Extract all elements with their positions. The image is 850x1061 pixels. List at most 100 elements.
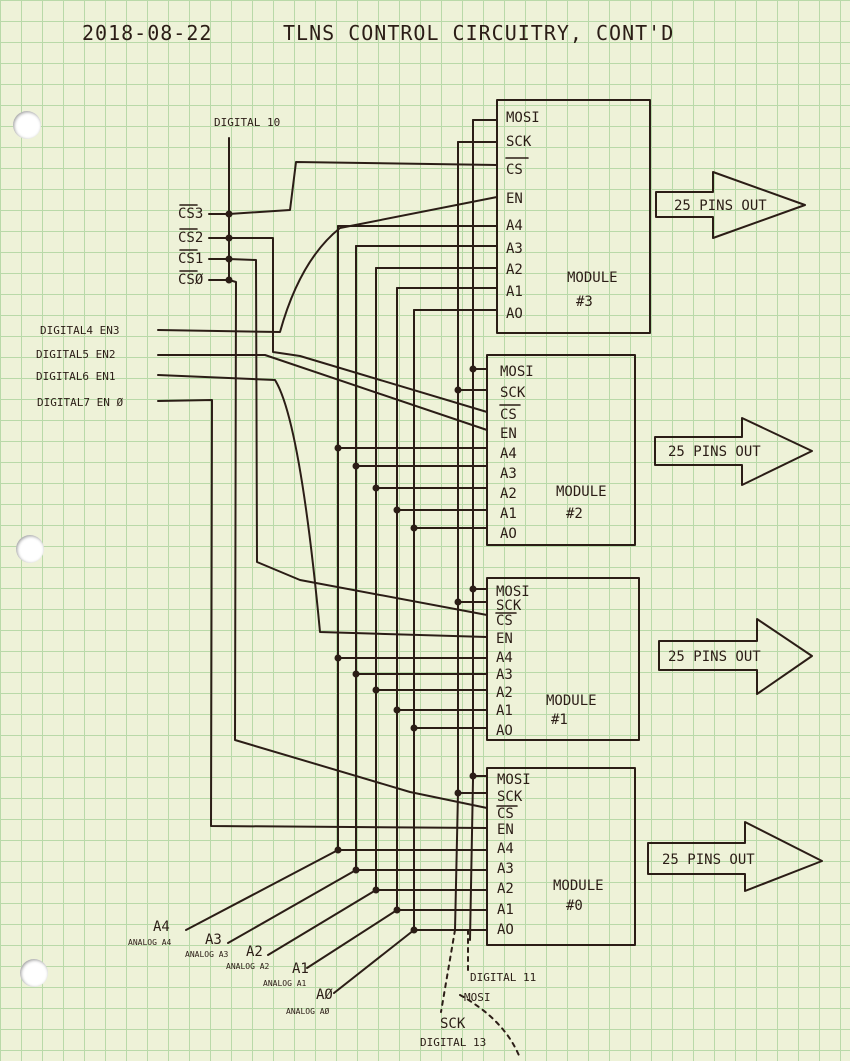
output-arrow-0: 25 PINS OUT xyxy=(647,821,823,892)
output-arrow-2: 25 PINS OUT xyxy=(654,417,813,486)
pin-a0: AO xyxy=(496,723,513,739)
label-analog-a0: ANALOG AØ xyxy=(286,1006,330,1016)
module-name: MODULE xyxy=(567,270,618,286)
label-analog-a4: ANALOG A4 xyxy=(128,938,172,947)
module-name: MODULE xyxy=(556,484,607,500)
pin-a1: A1 xyxy=(497,902,514,918)
sck-down xyxy=(454,792,459,931)
junction-dot xyxy=(334,654,342,662)
sck-dashed xyxy=(440,929,456,1013)
output-arrow-3: 25 PINS OUT xyxy=(655,171,806,239)
junction-dot xyxy=(372,886,380,894)
pin-sck: SCK xyxy=(506,134,532,150)
output-arrow-1: 25 PINS OUT xyxy=(658,618,813,695)
junction-dot xyxy=(410,524,418,532)
pin-a1: A1 xyxy=(500,506,517,522)
label-cs1: CS1 xyxy=(178,251,203,267)
label-digital4: DIGITAL4 EN3 xyxy=(40,324,119,337)
arrow-shape xyxy=(647,821,823,892)
lead-analog-a4 xyxy=(185,849,339,931)
pin-a3: A3 xyxy=(497,861,514,877)
module-3 xyxy=(496,99,651,334)
junction-dot xyxy=(469,585,477,593)
wire-en3 xyxy=(157,196,498,333)
module-0-pins: MOSI SCK CS EN A4 A3 A2 A1 AO MODULE #0 xyxy=(496,772,604,938)
wire-cs1 xyxy=(228,258,488,616)
wiring xyxy=(157,119,521,1059)
pin-a2: A2 xyxy=(496,685,513,701)
binder-hole-top xyxy=(13,111,41,139)
input-labels: DIGITAL 10 CS3 CS2 CS1 CSØ DIGITAL4 EN3 … xyxy=(36,116,536,1049)
label-digital5: DIGITAL5 EN2 xyxy=(36,348,115,361)
pin-a4: A4 xyxy=(497,841,514,857)
wire-en0 xyxy=(157,399,488,829)
pin-en: EN xyxy=(500,426,517,442)
junction-dot xyxy=(454,598,462,606)
module-1-pins: MOSI SCK CS EN A4 A3 A2 A1 AO MODULE #1 xyxy=(495,584,597,739)
junction-dot xyxy=(393,906,401,914)
pin-a4: A4 xyxy=(500,446,517,462)
pin-mosi: MOSI xyxy=(506,110,540,126)
pin-a1: A1 xyxy=(506,284,523,300)
junction-dot xyxy=(410,724,418,732)
module-number: #3 xyxy=(576,294,593,310)
label-a0: AØ xyxy=(316,987,333,1003)
wire-en1 xyxy=(157,374,488,638)
module-2-pins: MOSI SCK CS EN A4 A3 A2 A1 AO MODULE #2 xyxy=(499,364,607,542)
label-digital13: DIGITAL 13 xyxy=(420,1036,486,1049)
binder-hole-bottom xyxy=(20,959,48,987)
junction-dot xyxy=(334,846,342,854)
lead-analog-a3 xyxy=(227,869,357,944)
lead-analog-a1 xyxy=(306,909,398,969)
pin-sck: SCK xyxy=(497,789,523,805)
junction-dot xyxy=(410,926,418,934)
pin-a2: A2 xyxy=(497,881,514,897)
pin-a0: AO xyxy=(500,526,517,542)
pin-en: EN xyxy=(506,191,523,207)
label-digital7: DIGITAL7 EN Ø xyxy=(37,396,123,409)
arrow-label: 25 PINS OUT xyxy=(668,444,761,460)
wire-en2 xyxy=(157,354,488,431)
module-3-pins: MOSI SCK CS EN A4 A3 A2 A1 AO MODULE #3 xyxy=(505,110,618,322)
pin-cs: CS xyxy=(500,407,517,423)
wire-cs0 xyxy=(228,279,488,809)
junction-dot xyxy=(225,210,233,218)
arrow-label: 25 PINS OUT xyxy=(668,649,761,665)
label-digital11: DIGITAL 11 xyxy=(470,971,536,984)
label-cs0: CSØ xyxy=(178,272,204,288)
label-digital6: DIGITAL6 EN1 xyxy=(36,370,115,383)
label-a1: A1 xyxy=(292,961,309,977)
module-2 xyxy=(486,354,636,546)
junction-dot xyxy=(225,276,233,284)
label-a2: A2 xyxy=(246,944,263,960)
junction-dot xyxy=(372,686,380,694)
pin-cs: CS xyxy=(497,806,514,822)
pin-sck: SCK xyxy=(496,598,522,614)
arrow-label: 25 PINS OUT xyxy=(674,198,767,214)
lead-analog-a0 xyxy=(333,929,415,994)
wire-cs3 xyxy=(228,161,498,215)
lead-analog-a2 xyxy=(267,889,377,956)
junction-dot xyxy=(454,386,462,394)
pin-a4: A4 xyxy=(506,218,523,234)
junction-dot xyxy=(469,365,477,373)
pin-mosi: MOSI xyxy=(496,584,530,600)
module-box xyxy=(486,767,636,946)
module-box xyxy=(486,354,636,546)
junction-dot xyxy=(352,462,360,470)
label-mosi: MOSI xyxy=(464,991,491,1004)
pin-a0: AO xyxy=(497,922,514,938)
module-number: #0 xyxy=(566,898,583,914)
label-analog-a2: ANALOG A2 xyxy=(226,962,270,971)
junction-dot xyxy=(334,444,342,452)
binder-hole-middle xyxy=(16,535,44,563)
pin-a3: A3 xyxy=(496,667,513,683)
junction-dot xyxy=(393,506,401,514)
junction-dot xyxy=(225,234,233,242)
pin-a2: A2 xyxy=(506,262,523,278)
label-analog-a1: ANALOG A1 xyxy=(263,979,307,988)
pin-a2: A2 xyxy=(500,486,517,502)
pin-mosi: MOSI xyxy=(500,364,534,380)
module-0 xyxy=(486,767,636,946)
